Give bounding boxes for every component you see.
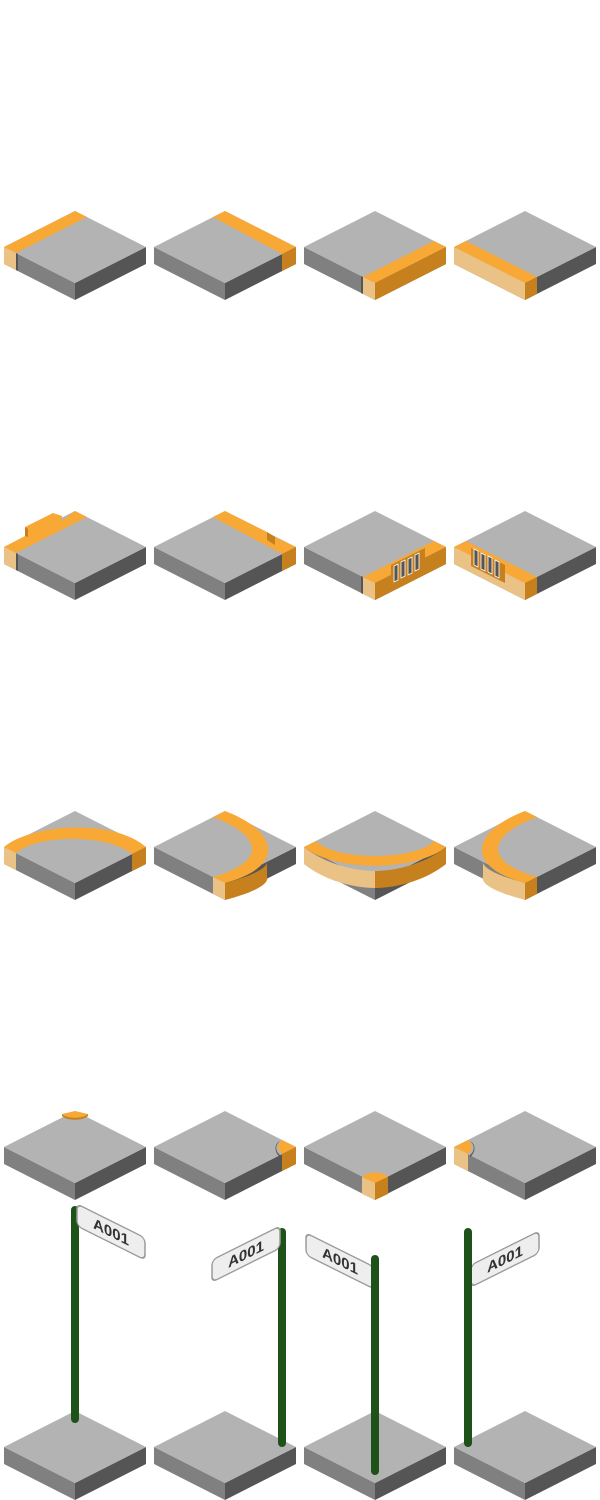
tile-sign-front: A001 xyxy=(304,1234,446,1500)
tile-curb-ne xyxy=(154,211,296,300)
tile-corner-n xyxy=(4,1111,146,1200)
tile-sign-back: A001 xyxy=(454,1228,596,1500)
row-curb-driveway-drain xyxy=(4,511,596,600)
tile-round-east xyxy=(154,811,296,900)
drain-grate xyxy=(471,548,505,583)
tile-corner-e xyxy=(154,1111,296,1200)
tile-sign-right: A001 xyxy=(154,1227,296,1500)
street-name-sign: A001 xyxy=(211,1227,281,1281)
tile-curb-sw-drain xyxy=(454,511,596,600)
row-street-sign: A001 A001 A001 xyxy=(4,1205,596,1500)
tile-curb-se xyxy=(304,211,446,300)
tile-curb-nw xyxy=(4,211,146,300)
tile-curb-nw-notch xyxy=(4,511,146,600)
sign-pole xyxy=(71,1206,79,1423)
street-name-sign: A001 xyxy=(76,1205,146,1259)
tile-round-north xyxy=(4,811,146,900)
row-rounded-curb xyxy=(4,811,596,900)
tile-curb-ne-notch xyxy=(154,511,296,600)
tile-corner-s xyxy=(304,1111,446,1200)
tile-curb-sw xyxy=(454,211,596,300)
row-corner-curb xyxy=(4,1111,596,1200)
drain-grate xyxy=(391,548,425,583)
street-name-sign: A001 xyxy=(305,1234,375,1288)
sign-pole xyxy=(278,1228,286,1447)
row-straight-curb xyxy=(4,211,596,300)
sign-pole xyxy=(464,1228,472,1447)
tile-round-south xyxy=(304,811,446,900)
street-name-sign: A001 xyxy=(470,1232,540,1286)
sign-pole xyxy=(371,1255,379,1475)
tile-sign-left: A001 xyxy=(4,1205,146,1500)
tile-round-west xyxy=(454,811,596,900)
tile-corner-w xyxy=(454,1111,596,1200)
tile-curb-se-drain xyxy=(304,511,446,600)
